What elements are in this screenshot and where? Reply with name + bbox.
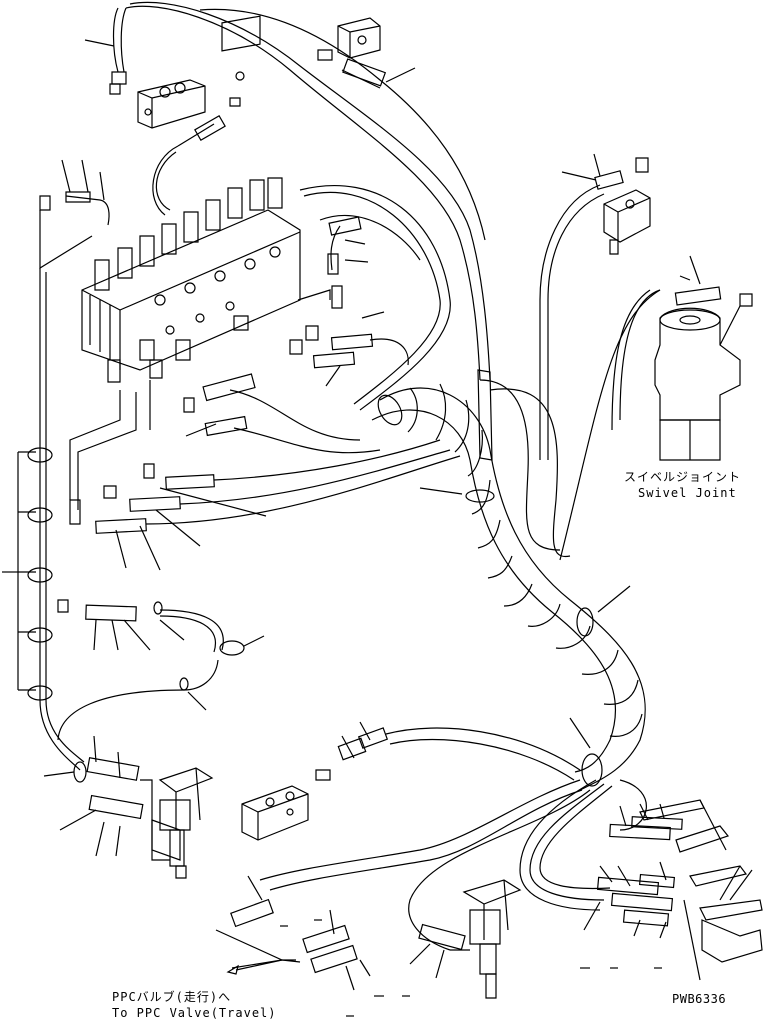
valve-to-harness-hoses [230,186,450,453]
swivel-joint [612,256,752,460]
bottom-marks [280,920,662,1016]
left-middle-hoses [58,380,460,740]
top-center-block [318,18,415,88]
bottom-ppc-lever-valve [410,880,520,998]
lower-hose-routes [260,780,646,950]
left-ppc-lever-valve [44,736,212,878]
swivel-joint-label-en: Swivel Joint [638,486,737,500]
spiral-hose-bundle [372,370,645,790]
ppc-valve-label-jp: PPCバルブ(走行)へ [112,990,232,1004]
drawing-number: PWB6336 [672,992,727,1006]
left-clamp-rack [2,268,84,770]
main-control-valve [82,178,300,382]
bottom-right-brackets [584,800,762,980]
hoses-to-swivel [480,185,660,560]
bottom-left-fittings [216,876,370,990]
valve-fittings [40,160,384,436]
center-block [242,722,580,840]
top-left-valve-block [85,8,260,215]
swivel-joint-label-jp: スイベルジョイント [624,470,742,484]
top-right-fittings [562,154,650,254]
top-long-hoses [126,2,490,380]
ppc-valve-label-en: To PPC Valve(Travel) [112,1006,277,1020]
